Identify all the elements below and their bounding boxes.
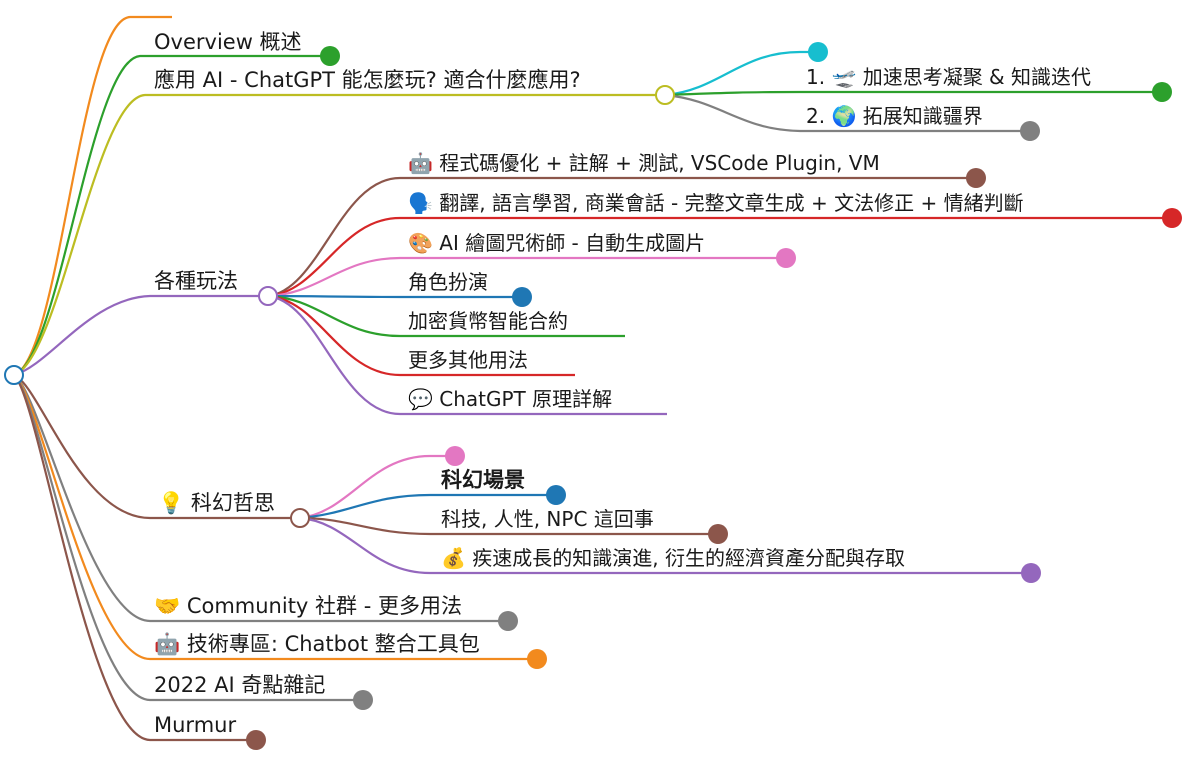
link-play-7 bbox=[267, 294, 667, 416]
link-scifi-1 bbox=[299, 493, 556, 520]
node-tech[interactable]: 🤖 技術專區: Chatbot 整合工具包 bbox=[154, 631, 480, 656]
scifi-handle[interactable] bbox=[290, 508, 310, 528]
dot-play-2[interactable] bbox=[1162, 208, 1182, 228]
node-labels: Overview 概述 應用 AI - ChatGPT 能怎麼玩? 適合什麼應用… bbox=[154, 30, 1091, 737]
node-scifi-2[interactable]: 科技, 人性, NPC 這回事 bbox=[441, 507, 654, 531]
link-play-1 bbox=[267, 176, 976, 298]
link-root-overview bbox=[13, 54, 330, 377]
link-usage-2 bbox=[664, 93, 1030, 133]
link-scifi-2 bbox=[299, 516, 718, 536]
dot-scifi-2[interactable] bbox=[708, 524, 728, 544]
link-scifi-3 bbox=[299, 516, 1031, 575]
link-play-2 bbox=[267, 216, 1172, 298]
link-root-play bbox=[13, 294, 268, 377]
play-links bbox=[267, 176, 1172, 416]
scifi-links bbox=[299, 454, 1031, 575]
link-root-murmur bbox=[13, 374, 256, 742]
root-links bbox=[13, 15, 665, 742]
link-play-4 bbox=[267, 294, 522, 299]
link-play-5 bbox=[267, 294, 625, 338]
play-handle[interactable] bbox=[258, 286, 278, 306]
usage-links bbox=[664, 50, 1162, 133]
dot-scifi-1[interactable] bbox=[546, 485, 566, 505]
dot-scifi-top[interactable] bbox=[445, 446, 465, 466]
expand-handles bbox=[4, 85, 675, 528]
link-play-6 bbox=[267, 294, 575, 377]
node-play-6[interactable]: 更多其他用法 bbox=[408, 348, 528, 372]
node-scifi-1[interactable]: 科幻場景 bbox=[441, 468, 525, 492]
dot-usage-top[interactable] bbox=[808, 42, 828, 62]
link-root-top bbox=[13, 15, 172, 377]
node-murmur[interactable]: Murmur bbox=[154, 713, 236, 737]
dot-tech[interactable] bbox=[527, 649, 547, 669]
node-play-2[interactable]: 🗣️ 翻譯, 語言學習, 商業會話 - 完整文章生成 + 文法修正 + 情緒判斷 bbox=[408, 191, 1024, 215]
node-scifi-3[interactable]: 💰 疾速成長的知識演進, 衍生的經濟資產分配與存取 bbox=[441, 546, 905, 570]
dot-murmur[interactable] bbox=[246, 730, 266, 750]
dot-scifi-3[interactable] bbox=[1021, 563, 1041, 583]
node-play-3[interactable]: 🎨 AI 繪圖咒術師 - 自動生成圖片 bbox=[408, 231, 705, 255]
link-scifi-top bbox=[299, 454, 455, 520]
node-play[interactable]: 各種玩法 bbox=[154, 269, 238, 293]
link-usage-top bbox=[664, 50, 818, 97]
dot-play-1[interactable] bbox=[966, 168, 986, 188]
node-usage-1[interactable]: 1. 🛫 加速思考凝聚 & 知識迭代 bbox=[806, 65, 1091, 89]
node-overview[interactable]: Overview 概述 bbox=[154, 30, 302, 54]
node-scifi[interactable]: 💡 科幻哲思 bbox=[158, 490, 275, 515]
node-play-7[interactable]: 💬 ChatGPT 原理詳解 bbox=[408, 387, 612, 411]
node-usage[interactable]: 應用 AI - ChatGPT 能怎麼玩? 適合什麼應用? bbox=[154, 68, 581, 92]
link-play-3 bbox=[267, 256, 786, 298]
dot-overview[interactable] bbox=[320, 46, 340, 66]
dot-play-3[interactable] bbox=[776, 248, 796, 268]
dot-community[interactable] bbox=[498, 611, 518, 631]
node-play-5[interactable]: 加密貨幣智能合約 bbox=[408, 309, 568, 333]
node-play-4[interactable]: 角色扮演 bbox=[408, 270, 488, 294]
node-notes[interactable]: 2022 AI 奇點雜記 bbox=[154, 673, 325, 697]
node-community[interactable]: 🤝 Community 社群 - 更多用法 bbox=[154, 594, 462, 618]
dot-notes[interactable] bbox=[353, 690, 373, 710]
node-usage-2[interactable]: 2. 🌍 拓展知識疆界 bbox=[806, 104, 983, 128]
node-dots bbox=[246, 42, 1182, 750]
usage-handle[interactable] bbox=[655, 85, 675, 105]
dot-usage-1[interactable] bbox=[1152, 82, 1172, 102]
link-root-usage bbox=[13, 93, 665, 377]
node-play-1[interactable]: 🤖 程式碼優化 + 註解 + 測試, VSCode Plugin, VM bbox=[408, 151, 880, 175]
dot-usage-2[interactable] bbox=[1020, 121, 1040, 141]
link-root-scifi bbox=[13, 373, 300, 520]
link-usage-1 bbox=[664, 90, 1162, 97]
root-handle[interactable] bbox=[4, 365, 24, 385]
dot-play-4[interactable] bbox=[512, 287, 532, 307]
